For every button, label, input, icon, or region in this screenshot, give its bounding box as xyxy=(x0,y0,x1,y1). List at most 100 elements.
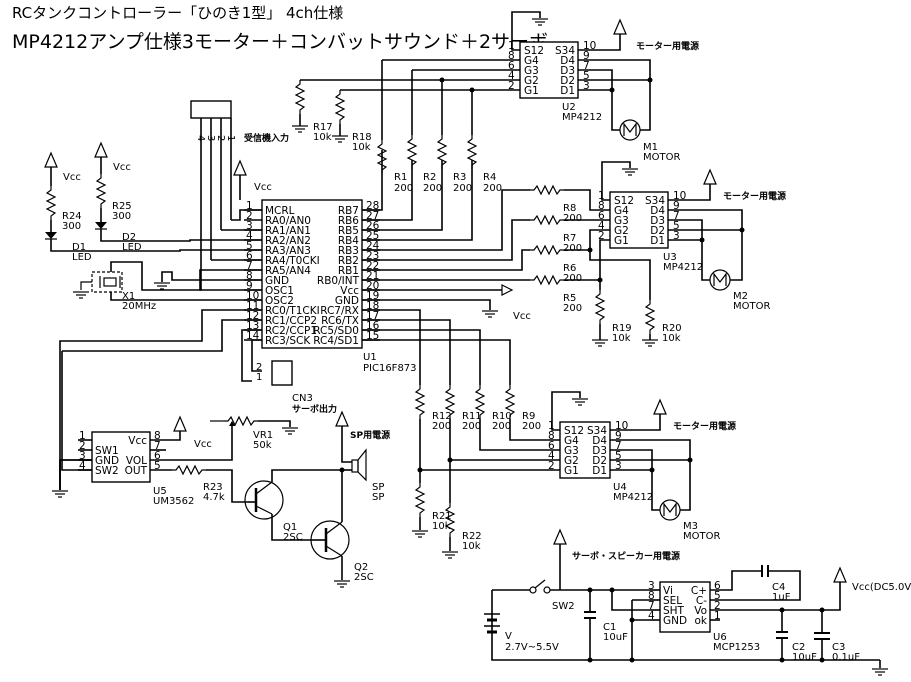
rx-pin1: 1 xyxy=(225,135,236,141)
driver-pin-name: G4 xyxy=(524,55,539,67)
servo-out-label: サーボ出力 xyxy=(292,403,337,415)
driver-pin-name: S12 xyxy=(614,195,634,207)
vcc-label-u1: Vcc xyxy=(254,182,272,193)
driver-pin-name: G1 xyxy=(564,465,579,477)
vr1-ref: VR1 xyxy=(253,430,273,441)
title-line2: MP4212アンプ仕様3モーター＋コンバットサウンド＋2サーボ xyxy=(12,31,548,53)
driver-pin-name: D4 xyxy=(560,55,575,67)
u1-pin-name: GND xyxy=(335,295,359,307)
u1-pin-num: 15 xyxy=(366,330,379,342)
receiver-input-label: 受信機入力 xyxy=(244,132,289,144)
servo-speaker-power-label: サーボ・スピーカー用電源 xyxy=(572,550,680,562)
svg-text:R6: R6 xyxy=(563,263,576,274)
battery-value: 2.7V~5.5V xyxy=(505,642,559,653)
u1-pin-num: 4 xyxy=(246,230,253,242)
u1-pin-name: RC0/T1CKI xyxy=(265,305,320,317)
u1-pin-name: RB3 xyxy=(338,245,359,257)
motor-m1-icon xyxy=(619,119,641,141)
u1-pin-num: 7 xyxy=(246,260,253,272)
r4-value: 200 xyxy=(483,183,502,194)
u5-pin-num: 7 xyxy=(154,440,161,452)
u5-pin-name: Vcc xyxy=(128,435,147,447)
q2-ref: Q2 xyxy=(354,562,368,573)
driver-pin-num: 4 xyxy=(598,220,605,232)
driver-pin-num: 7 xyxy=(673,210,680,222)
driver-pin-num: 2 xyxy=(548,460,555,472)
driver-pin-num: 8 xyxy=(508,50,515,62)
driver-pin-num: 4 xyxy=(548,450,555,462)
u6-pin-name: SHT xyxy=(663,605,685,617)
u5-pin-name: VOL xyxy=(126,455,147,467)
r7-value: 200 xyxy=(563,243,582,254)
driver-pin-num: 5 xyxy=(673,220,680,232)
u1-pin-name: RA3/AN3 xyxy=(265,245,311,257)
sp-part: SP xyxy=(372,492,384,503)
u1-pin-name: RC2/CCP1 xyxy=(265,325,317,337)
u5-pin-num: 5 xyxy=(154,460,161,472)
sp-ref: SP xyxy=(372,482,384,493)
d1-ref: D1 xyxy=(72,242,86,253)
driver-pin-num: 10 xyxy=(673,190,686,202)
vcc-label-pin20: Vcc xyxy=(513,311,531,322)
u1-pin-name: RA4/T0CKI xyxy=(265,255,320,267)
u6-pin-num: 5 xyxy=(714,590,721,602)
driver-pin-name: D3 xyxy=(560,65,575,77)
driver-pin-num: 7 xyxy=(615,440,622,452)
q1-part: 2SC xyxy=(283,532,303,543)
r6-value: 200 xyxy=(563,273,582,284)
led-d1-branch: Vcc R24 300 D1 LED xyxy=(44,152,262,263)
u1-pin-name: RC6/TX xyxy=(321,315,359,327)
motor-power-label-u3: モーター用電源 xyxy=(723,190,786,202)
svg-text:R23: R23 xyxy=(203,482,223,493)
vcc-label-u5: Vcc xyxy=(194,439,212,450)
m3-part: MOTOR xyxy=(683,531,720,542)
driver-pin-name: G3 xyxy=(614,215,629,227)
r19-value: 10k xyxy=(612,333,631,344)
driver-pin-num: 7 xyxy=(583,60,590,72)
driver-pin-num: 5 xyxy=(615,450,622,462)
u5-part: UM3562 xyxy=(153,496,194,507)
svg-text:R9: R9 xyxy=(522,411,535,422)
title-line1: RCタンクコントローラー「ひのき1型」 4ch仕様 xyxy=(12,4,343,22)
u1-pin-num: 18 xyxy=(366,300,379,312)
driver-pin-name: D1 xyxy=(650,235,665,247)
svg-text:R7: R7 xyxy=(563,233,576,244)
u1-pin-num: 10 xyxy=(246,290,259,302)
driver-pin-num: 3 xyxy=(583,80,590,92)
x1-value: 20MHz xyxy=(122,301,156,312)
driver-pin-name: G1 xyxy=(524,85,539,97)
cn3-pin2: 2 xyxy=(256,362,262,373)
u6-pin-num: 3 xyxy=(648,580,655,592)
driver-pin-name: D3 xyxy=(650,215,665,227)
svg-text:C4: C4 xyxy=(772,582,785,593)
driver-pin-num: 6 xyxy=(508,60,515,72)
driver-pin-name: D2 xyxy=(560,75,575,87)
u1-pin-num: 20 xyxy=(366,280,379,292)
u1-pin-name: RB0/INT xyxy=(317,275,360,287)
svg-text:R1: R1 xyxy=(394,172,407,183)
u3-part: MP4212 xyxy=(663,262,703,273)
driver-pin-name: D3 xyxy=(592,445,607,457)
m3-ref: M3 xyxy=(683,521,698,532)
d2-ref: D2 xyxy=(122,232,136,243)
u5-pin-name: OUT xyxy=(125,465,148,477)
svg-text:R17: R17 xyxy=(313,122,333,133)
r8-value: 200 xyxy=(563,213,582,224)
u6-pin-name: GND xyxy=(663,615,687,627)
r10-value: 200 xyxy=(492,421,511,432)
motor-power-label-u4: モーター用電源 xyxy=(673,420,736,432)
driver-pin-num: 6 xyxy=(548,440,555,452)
driver-pin-name: G3 xyxy=(524,65,539,77)
q1-ref: Q1 xyxy=(283,522,297,533)
svg-text:R4: R4 xyxy=(483,172,496,183)
transistor-q2: Q2 2SC xyxy=(310,467,374,588)
driver-pin-name: G2 xyxy=(614,225,629,237)
u4-part: MP4212 xyxy=(613,492,653,503)
m2-part: MOTOR xyxy=(733,301,770,312)
u1-pin-name: Vcc xyxy=(340,285,359,297)
